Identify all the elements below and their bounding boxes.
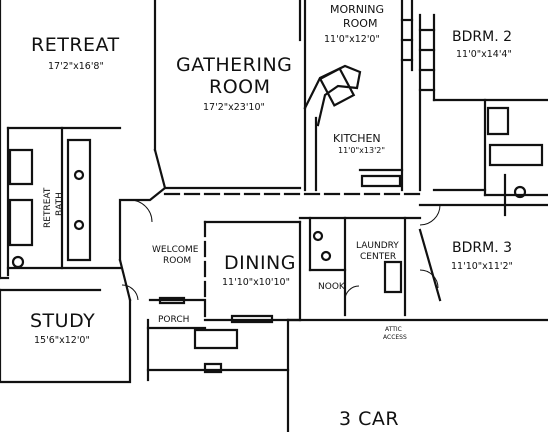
bdrm3-dims: 11'10"x11'2" [451, 261, 513, 272]
nook-label: NOOK [318, 282, 345, 292]
wall [120, 260, 130, 300]
gathering-room-label: GATHERING [176, 54, 293, 76]
toilet [312, 230, 324, 242]
retreat-bath-label-2: BATH [55, 192, 65, 216]
morning-room-label-2: ROOM [343, 17, 378, 30]
dining-label: DINING [224, 252, 296, 274]
toilet [513, 185, 527, 199]
kitchen-dims: 11'0"x13'2" [338, 146, 386, 155]
vanity [68, 140, 90, 260]
welcome-room-label: WELCOME [152, 245, 199, 255]
laundry-center-label: LAUNDRY [356, 241, 399, 251]
bdrm2-label: BDRM. 2 [452, 29, 512, 45]
study-label: STUDY [30, 310, 96, 332]
wall [420, 230, 440, 300]
attic-access-label-2: ACCESS [383, 334, 407, 341]
shower [10, 150, 32, 184]
welcome-room-label-2: ROOM [163, 256, 192, 266]
range [362, 176, 400, 186]
column [205, 364, 221, 372]
sink [320, 250, 332, 262]
retreat-dims: 17'2"x16'8" [48, 61, 104, 72]
kitchen-label: KITCHEN [333, 132, 381, 145]
door-swing [420, 205, 440, 225]
sink [73, 169, 85, 181]
tub [490, 145, 542, 165]
wall [120, 150, 165, 260]
morning-room-dims: 11'0"x12'0" [324, 34, 380, 45]
washer [385, 262, 401, 292]
bdrm2-dims: 11'0"x14'4" [456, 49, 512, 60]
kitchen-island [320, 69, 354, 106]
door-swing [345, 286, 359, 300]
dining-dims: 11'10"x10'10" [222, 277, 290, 288]
gathering-room-dims: 17'2"x23'10" [203, 102, 265, 113]
study-dims: 15'6"x12'0" [34, 335, 90, 346]
gathering-room-label-2: ROOM [209, 76, 271, 98]
door [160, 298, 184, 303]
door-swing [130, 200, 152, 222]
vanity [488, 108, 508, 134]
window [232, 316, 272, 322]
garage-label: 3 CAR [339, 408, 400, 430]
attic-access-label: ATTIC [385, 326, 402, 333]
retreat-label: RETREAT [31, 34, 120, 56]
laundry-center-label-2: CENTER [360, 252, 397, 262]
tub [10, 200, 32, 245]
porch-label: PORCH [158, 315, 190, 325]
door-swing [420, 270, 438, 288]
retreat-bath-label: RETREAT [43, 187, 53, 228]
sink [73, 219, 85, 231]
toilet [11, 255, 25, 269]
wall [0, 290, 130, 382]
door-swing [122, 285, 138, 300]
morning-room-label: MORNING [330, 3, 385, 16]
bdrm3-label: BDRM. 3 [452, 240, 512, 256]
porch-step [195, 330, 237, 348]
